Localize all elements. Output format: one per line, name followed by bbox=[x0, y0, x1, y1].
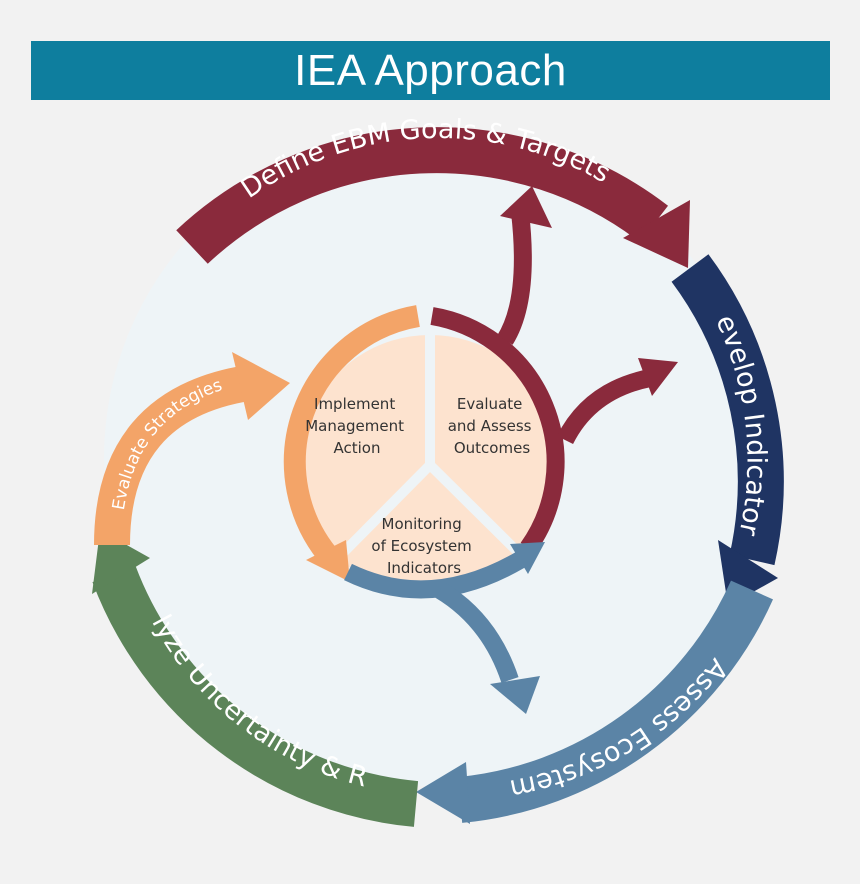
implement-label: Implement Management Action bbox=[305, 395, 409, 457]
implement-arc-arrow bbox=[283, 305, 420, 582]
implement-wedge bbox=[299, 334, 430, 559]
monitoring-wedge bbox=[340, 465, 522, 596]
monitoring-label: Monitoring of Ecosystem Indicators bbox=[371, 515, 476, 577]
title-banner: IEA Approach bbox=[31, 41, 830, 100]
evaluate-outcomes-label: Evaluate and Assess Outcomes bbox=[448, 395, 537, 457]
evaluate-outcomes-arrows bbox=[430, 186, 678, 554]
page-title: IEA Approach bbox=[294, 45, 567, 95]
monitoring-arrows bbox=[344, 542, 545, 714]
